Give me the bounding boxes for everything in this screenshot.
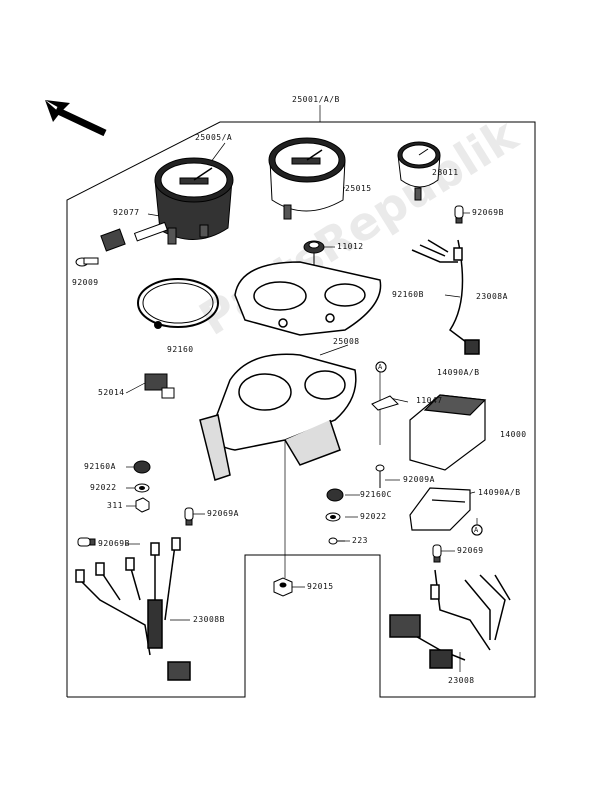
label-92160c: 92160C	[360, 490, 392, 499]
harness-23008-part	[389, 569, 511, 669]
temp-gauge-part	[397, 141, 441, 201]
ref-circle-top	[375, 361, 387, 373]
grommet-92160a-part	[133, 460, 151, 474]
label-92069b-top: 92069B	[472, 208, 504, 217]
nut-311-part	[135, 497, 150, 513]
label-28011: 28011	[432, 168, 459, 177]
label-92022-mid: 92022	[360, 512, 387, 521]
label-11047: 11047	[416, 396, 443, 405]
label-92022-left: 92022	[90, 483, 117, 492]
label-92069a: 92069A	[207, 509, 239, 518]
cushion-92160b-part	[234, 261, 382, 336]
label-92009: 92009	[72, 278, 99, 287]
ring-92160-part	[137, 278, 219, 329]
label-92160b: 92160B	[392, 290, 424, 299]
label-223: 223	[352, 536, 368, 545]
label-92069b-left: 92069B	[98, 539, 130, 548]
label-92009a: 92009A	[403, 475, 435, 484]
label-25015: 25015	[345, 184, 372, 193]
label-25005: 25005/A	[195, 133, 233, 142]
label-52014: 52014	[98, 388, 125, 397]
label-311: 311	[107, 501, 123, 510]
label-23008a: 23008A	[476, 292, 508, 301]
ref-label-a-bottom: A	[474, 526, 479, 534]
label-92015: 92015	[307, 582, 334, 591]
harness-23008b-part	[75, 537, 191, 681]
bulb-92069b-top-part	[454, 205, 464, 224]
harness-23008a-part	[411, 239, 480, 355]
label-14090ab-bottom: 14090A/B	[478, 488, 521, 497]
bolt-92009a-part	[375, 464, 385, 488]
label-92069: 92069	[457, 546, 484, 555]
label-14000: 14000	[500, 430, 527, 439]
screw-223-part	[328, 537, 345, 545]
label-25008: 25008	[333, 337, 360, 346]
grommet-11012-part	[303, 240, 325, 265]
indicator-housing-14000-part	[409, 394, 487, 471]
screw-92009-part	[75, 257, 99, 267]
label-23008b: 23008B	[193, 615, 225, 624]
grommet-92160c-part	[326, 488, 344, 502]
speedometer-part	[154, 157, 234, 245]
bulb-92069a-part	[184, 507, 194, 526]
lens-14090-part	[409, 487, 483, 536]
bulb-92069b-left-part	[77, 537, 96, 547]
washer-92022-mid-part	[325, 512, 341, 522]
sensor-52014-part	[144, 373, 175, 399]
label-11012: 11012	[337, 242, 364, 251]
housing-25008-part	[199, 353, 357, 481]
label-23008: 23008	[448, 676, 475, 685]
ref-label-a-top: A	[378, 363, 383, 371]
label-92160a: 92160A	[84, 462, 116, 471]
label-92160: 92160	[167, 345, 194, 354]
trip-knob-part	[100, 221, 168, 252]
tachometer-part	[268, 137, 346, 220]
nut-92015-part	[273, 577, 293, 597]
label-14090ab-top: 14090A/B	[437, 368, 480, 377]
label-25001: 25001/A/B	[292, 95, 340, 104]
direction-arrow-icon	[45, 100, 107, 137]
assembly-frame	[66, 121, 536, 698]
ref-circle-bottom	[471, 524, 483, 536]
washer-92022-left-part	[134, 483, 150, 493]
bulb-92069-part	[432, 544, 442, 563]
label-92077: 92077	[113, 208, 140, 217]
